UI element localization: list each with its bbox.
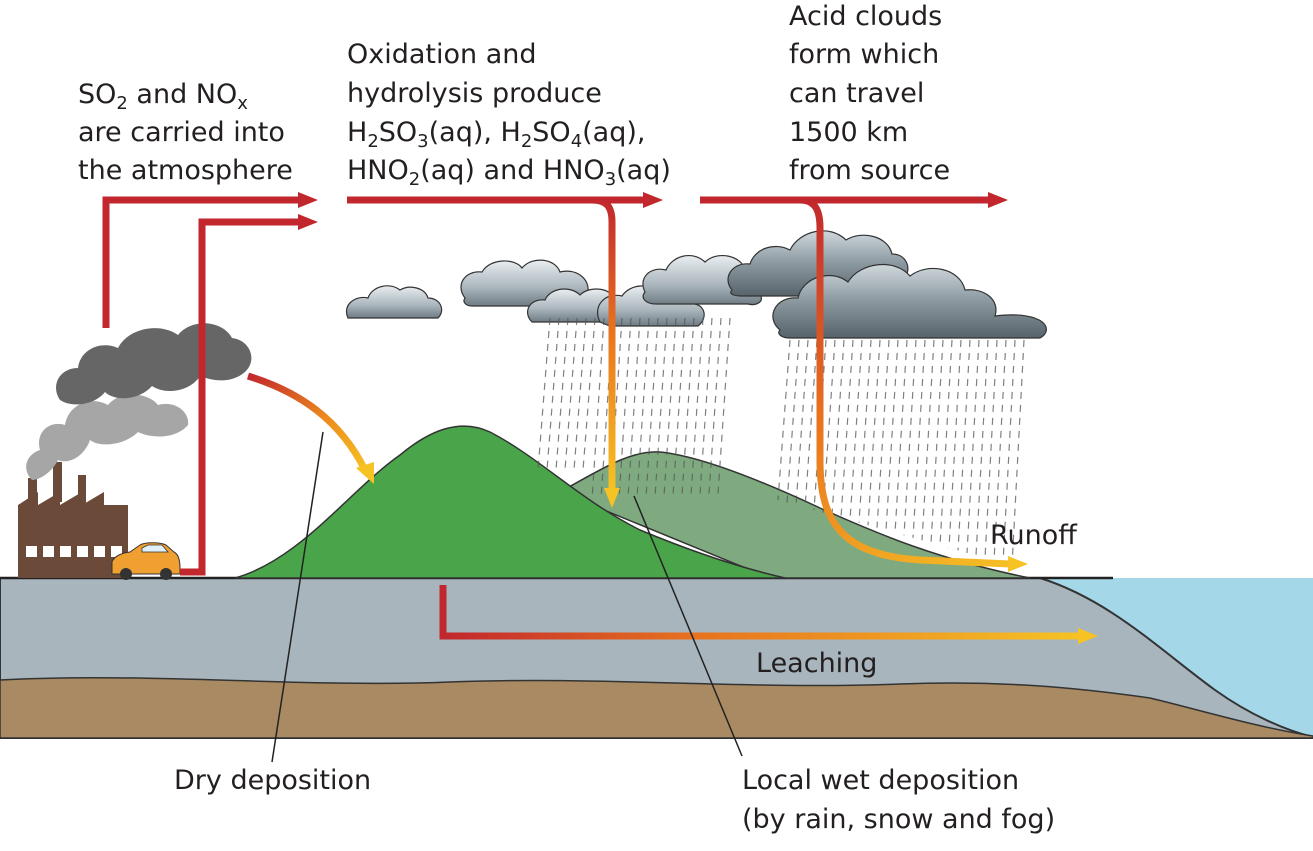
rain-streak [1002,339,1016,564]
rain-streak [849,339,863,521]
rain-streak [957,339,971,551]
emission-label: SO2 and NOx are carried into the atmosph… [78,79,293,186]
car [111,542,181,580]
rain-streak [690,317,704,495]
rain-streak [993,339,1007,561]
wet-deposition-label-line1: Local wet deposition [742,765,1019,796]
rain-streak [795,339,809,506]
front-hill [234,425,786,579]
rain-streak [975,339,989,556]
car-wheel [160,568,172,580]
runoff-arrow [799,196,1028,572]
oxidation-label-line2: hydrolysis produce [347,78,602,109]
rain-streak [930,339,944,543]
rain-streak [699,317,713,495]
rain-streak [546,317,560,471]
rain-streak [681,317,695,496]
emission-label-line2: are carried into [78,117,285,148]
chimney [28,478,37,508]
rain-streak [984,339,998,558]
rain-streak [717,317,731,494]
factory [18,462,128,578]
oxidation-label-line4: HNO2(aq) and HNO3(aq) [347,155,671,190]
chimney [53,462,62,502]
rain-streak [885,339,899,531]
clouds-label-line4: 1500 km [789,117,908,148]
rain-streak [672,317,686,496]
smoke [26,323,252,480]
rain-streak [822,339,836,513]
rain-streak [813,339,827,511]
rain-streak [786,339,800,503]
smoke-light [26,394,189,480]
rain-streak [645,317,659,498]
rain-streak [573,317,587,471]
emission-arrow-2 [180,214,318,576]
rain-streak [636,317,650,498]
factory-windows [26,546,122,557]
wet-deposition-label: Local wet deposition (by rain, snow and … [742,765,1055,835]
emission-label-line3: the atmosphere [78,155,293,186]
rain-streak [591,317,605,500]
rain-streak [831,339,845,516]
rain-streak [912,339,926,538]
rain-streak [618,317,632,499]
wet-deposition-leader [633,495,743,757]
rain-streak [564,317,578,471]
clouds-label-line3: can travel [789,78,924,109]
rain-streak [840,339,854,518]
rain-streak [939,339,953,546]
rain-streak [555,317,569,471]
oxidation-label-line3: H2SO3(aq), H2SO4(aq), [347,117,645,152]
smoke-dark [56,323,252,405]
cloud-middle [460,254,763,327]
dry-deposition-arrow [246,372,374,484]
clouds-label-line1: Acid clouds [789,1,942,32]
rain-streak [867,339,881,526]
rain-streak [582,317,596,471]
bedrock-layer [0,676,1313,739]
rain-streak [858,339,872,523]
car-wheel [120,568,132,580]
clouds-label-line5: from source [789,155,950,186]
rain-streak [663,317,677,497]
rain-streak [894,339,908,533]
rain-streak [777,339,791,501]
rain-streak [609,317,623,499]
oxidation-label-line1: Oxidation and [347,39,537,70]
cloud-right-large [727,230,1047,339]
rain-streak [654,317,668,497]
runoff-label: Runoff [990,520,1078,551]
cloud-left-small [346,285,443,319]
rain-streak [627,317,641,499]
rain-streak [903,339,917,536]
dry-deposition-label: Dry deposition [174,765,371,796]
dry-deposition-leader [271,431,324,763]
wet-deposition-label-line2: (by rain, snow and fog) [742,804,1055,835]
local-wet-deposition-arrow [591,196,620,508]
ground-layers [0,576,1313,739]
emission-label-line1: SO2 and NOx [78,79,248,114]
rain-streak [1011,339,1025,566]
chimney [78,475,86,505]
rain-streak [948,339,962,548]
rain-streak [921,339,935,541]
oxidation-label: Oxidation and hydrolysis produce H2SO3(a… [347,39,671,190]
rain-streak [876,339,890,528]
rain-streak [708,317,722,494]
leaching-arrow [439,585,1098,644]
leaching-label: Leaching [756,648,877,679]
acid-cloud-arrow [700,192,1008,208]
clouds-label-line2: form which [789,39,939,70]
rain-streak [537,317,551,471]
oxidation-arrow [347,192,663,208]
rain-streak [966,339,980,553]
rain-right [777,339,1025,566]
clouds-label: Acid clouds form which can travel 1500 k… [789,1,950,186]
rain-streak [804,339,818,508]
emission-arrow-1 [102,192,318,328]
